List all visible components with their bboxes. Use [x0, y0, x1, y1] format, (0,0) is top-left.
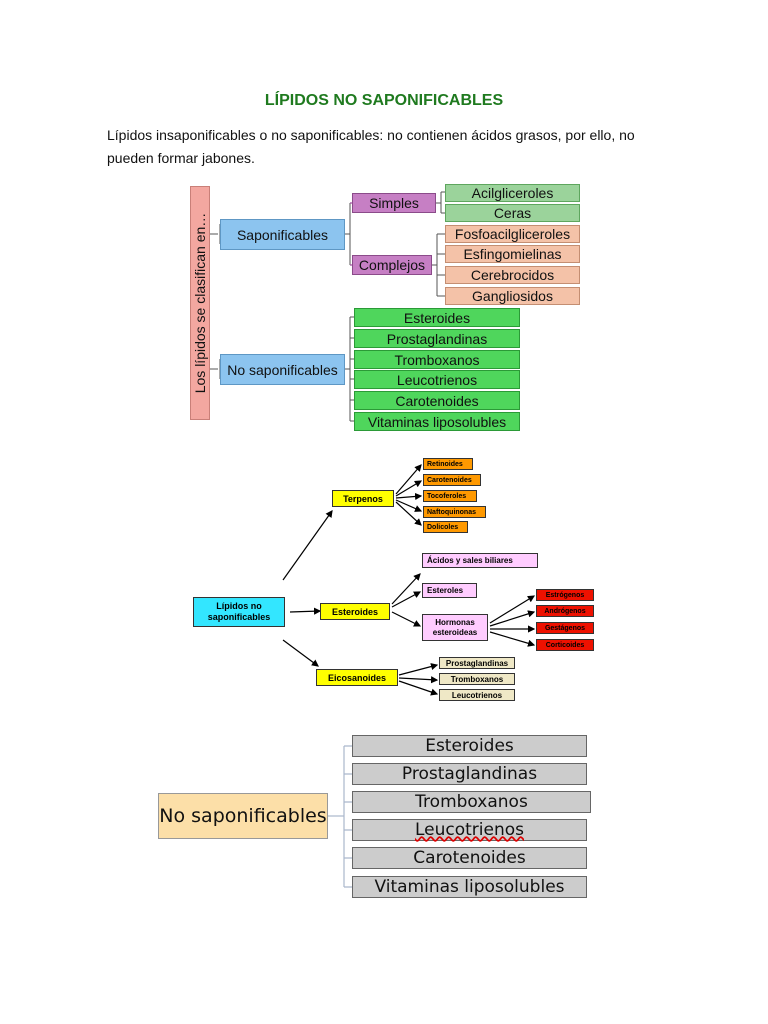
lipidos-no-saponificables-node: Lípidos no saponificables: [193, 597, 285, 627]
fosfoacilgliceroles-node: Fosfoacilgliceroles: [445, 225, 580, 243]
ceras-node: Ceras: [445, 204, 580, 222]
lipids-classification-root: Los lípidos se clasifican en…: [190, 186, 210, 420]
intro-paragraph: Lípidos insaponificables o no saponifica…: [107, 127, 635, 166]
page-title: LÍPIDOS NO SAPONIFICABLES: [264, 92, 504, 109]
androgenos-node: Andrógenos: [536, 605, 594, 617]
tocoferoles-node: Tocoferoles: [423, 490, 477, 502]
estrogenos-node: Estrógenos: [536, 589, 594, 601]
hormonas-esteroideas-node: Hormonas esteroideas: [422, 614, 488, 641]
esteroides-node: Esteroides: [354, 308, 520, 327]
list-item-carotenoides: Carotenoides: [352, 847, 587, 869]
list-item-tromboxanos: Tromboxanos: [352, 791, 591, 813]
tromboxanos-node: Tromboxanos: [354, 350, 520, 369]
corticoides-node: Corticoides: [536, 639, 594, 651]
gestagenos-node: Gestágenos: [536, 622, 594, 634]
gangliosidos-node: Gangliosidos: [445, 287, 580, 305]
prostaglandinas-eicosanoide-node: Prostaglandinas: [439, 657, 515, 669]
saponificables-node: Saponificables: [220, 219, 345, 250]
list-item-leucotrienos: Leucotrienos: [352, 819, 587, 841]
acilgliceroles-node: Acilgliceroles: [445, 184, 580, 202]
dolicoles-node: Dolicoles: [423, 521, 468, 533]
esteroles-node: Esteroles: [422, 583, 477, 598]
retinoides-node: Retinoides: [423, 458, 473, 470]
terpenos-node: Terpenos: [332, 490, 394, 507]
list-item-prostaglandinas: Prostaglandinas: [352, 763, 587, 785]
no-saponificables-node: No saponificables: [220, 354, 345, 385]
list-item-esteroides: Esteroides: [352, 735, 587, 757]
leucotrienos-eicosanoide-node: Leucotrienos: [439, 689, 515, 701]
simples-node: Simples: [352, 193, 436, 213]
esfingomielinas-node: Esfingomielinas: [445, 245, 580, 263]
eicosanoides-node: Eicosanoides: [316, 669, 398, 686]
cerebrocidos-node: Cerebrocidos: [445, 266, 580, 284]
carotenoides-terpeno-node: Carotenoides: [423, 474, 481, 486]
no-saponificables-root: No saponificables: [158, 793, 328, 839]
esteroides-group-node: Esteroides: [320, 603, 390, 620]
carotenoides-node: Carotenoides: [354, 391, 520, 410]
prostaglandinas-node: Prostaglandinas: [354, 329, 520, 348]
naftoquinonas-node: Naftoquinonas: [423, 506, 486, 518]
tromboxanos-eicosanoide-node: Tromboxanos: [439, 673, 515, 685]
vitaminas-liposolubles-node: Vitaminas liposolubles: [354, 412, 520, 431]
acidos-sales-biliares-node: Ácidos y sales biliares: [422, 553, 538, 568]
list-item-vitaminas-liposolubles: Vitaminas liposolubles: [352, 876, 587, 898]
complejos-node: Complejos: [352, 255, 432, 275]
leucotrienos-node: Leucotrienos: [354, 370, 520, 389]
